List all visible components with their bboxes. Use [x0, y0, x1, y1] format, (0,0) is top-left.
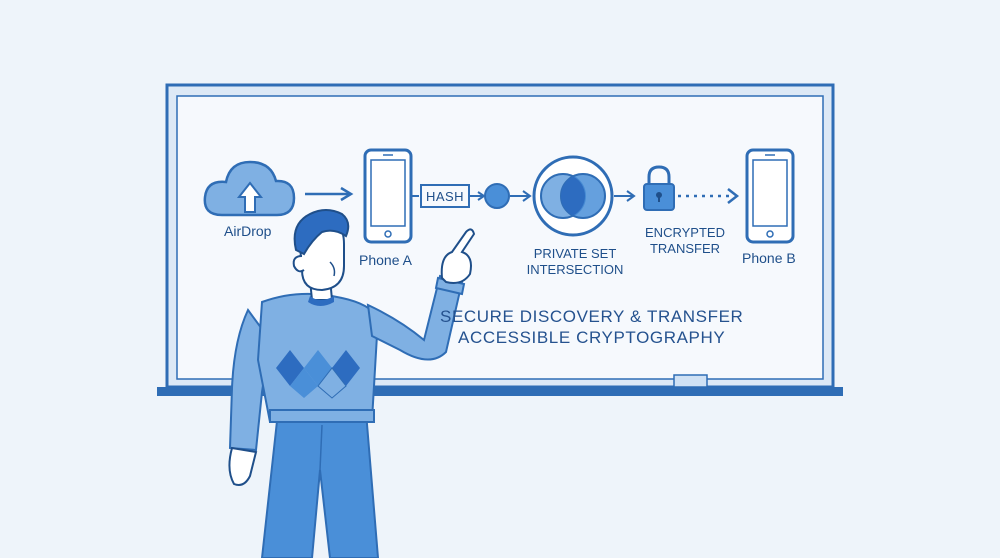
cloud-upload-icon — [203, 160, 296, 217]
hash-label: HASH — [425, 189, 465, 204]
encrypted-label-line1: ENCRYPTED — [645, 225, 725, 240]
hash-node — [484, 183, 510, 209]
eraser — [673, 374, 708, 388]
dotted-arrow-to-phone-b — [678, 188, 740, 204]
arrow-to-lock — [614, 190, 636, 202]
phone-a-icon — [363, 148, 413, 244]
phone-b-label: Phone B — [742, 250, 796, 266]
title-line-1: SECURE DISCOVERY & TRANSFER — [440, 307, 744, 326]
psi-label-line2: INTERSECTION — [526, 262, 624, 277]
arrow-to-phone-a — [305, 186, 354, 202]
presenter-person — [228, 209, 476, 558]
whiteboard-tray — [157, 387, 843, 396]
phone-a-label: Phone A — [359, 252, 412, 268]
lock-icon — [643, 165, 675, 211]
encrypted-label-line2: TRANSFER — [649, 241, 721, 256]
psi-label-line1: PRIVATE SET — [533, 246, 617, 261]
venn-diagram-icon — [532, 155, 614, 237]
title-line-2: ACCESSIBLE CRYPTOGRAPHY — [458, 328, 726, 347]
hash-box — [420, 184, 470, 208]
airdrop-label: AirDrop — [224, 223, 272, 239]
phone-b-icon — [745, 148, 795, 244]
arrow-to-psi — [510, 190, 532, 202]
